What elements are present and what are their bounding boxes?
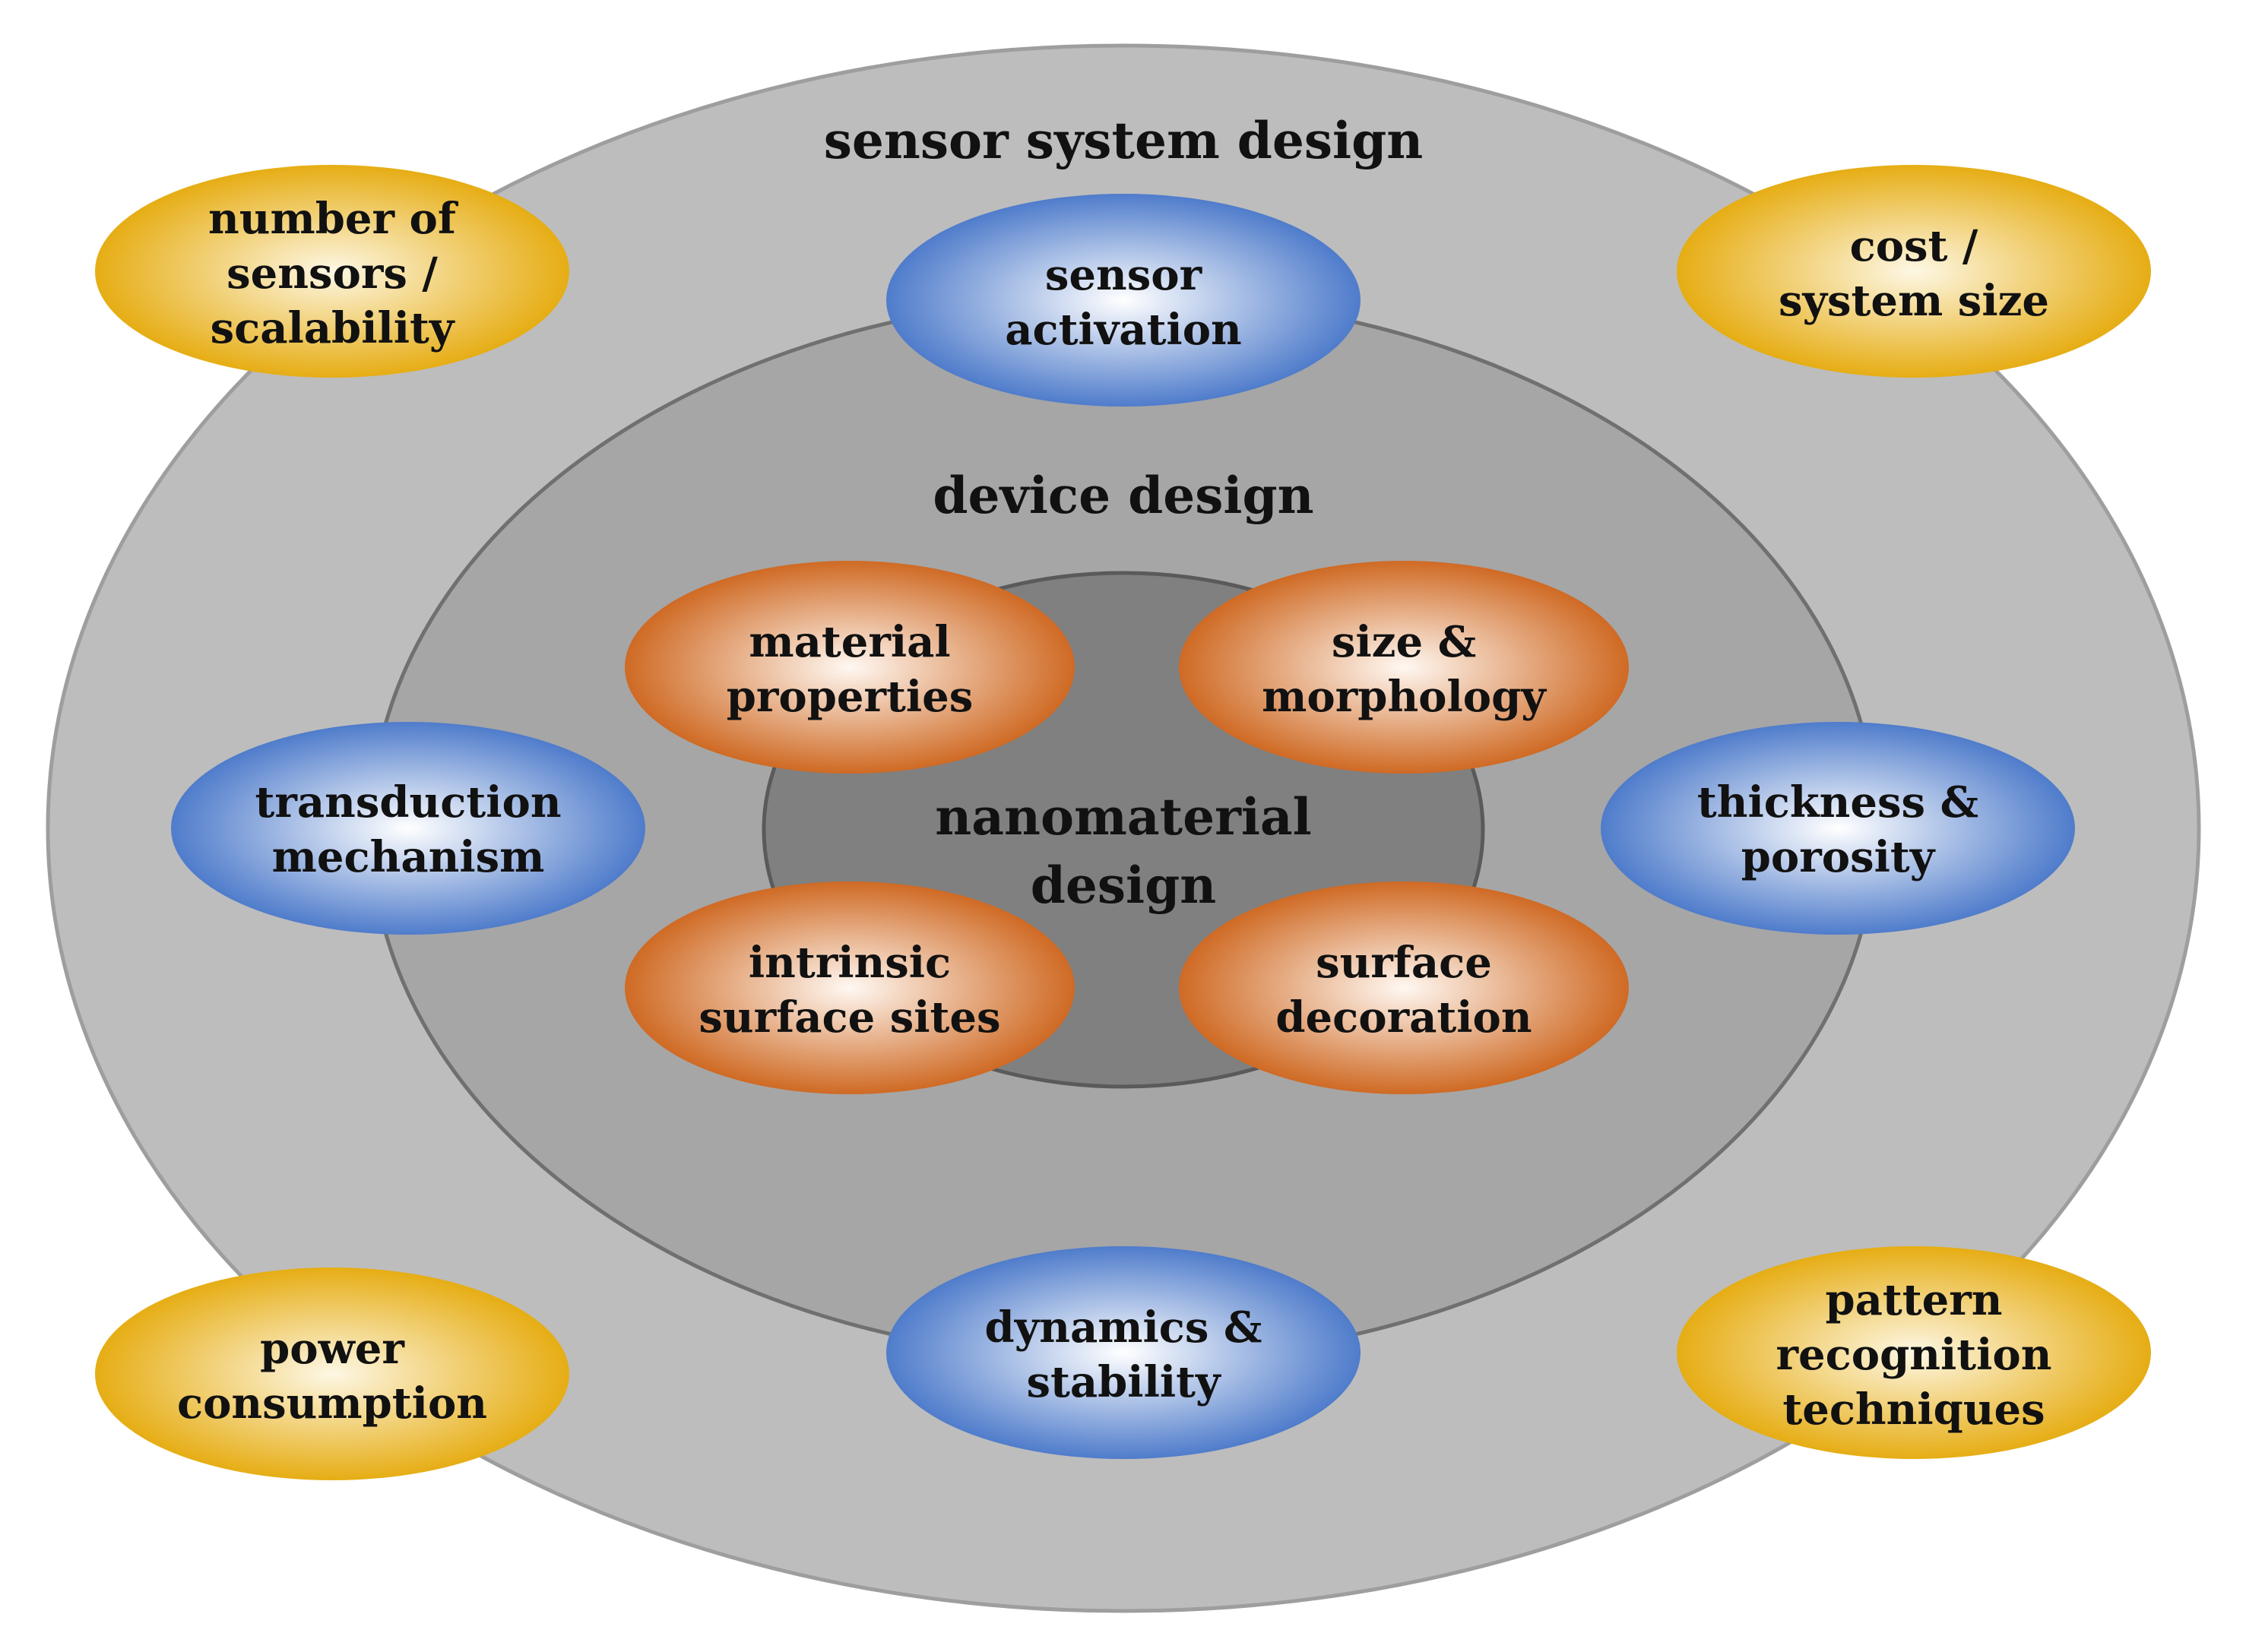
number-of-sensors-bubble: number of sensors / scalability: [95, 165, 569, 378]
transduction-mechanism-line-1: transduction: [255, 777, 561, 828]
size-morphology-line-2: morphology: [1262, 672, 1547, 722]
surface-decoration-bubble: surface decoration: [1179, 881, 1629, 1094]
thickness-porosity-line-1: thickness &: [1697, 777, 1978, 828]
intrinsic-surface-sites-line-2: surface sites: [699, 992, 1000, 1043]
intrinsic-surface-sites-bubble: intrinsic surface sites: [625, 881, 1075, 1094]
sensor-activation-line-1: sensor: [1045, 250, 1203, 300]
pattern-recognition-bubble: pattern recognition techniques: [1677, 1246, 2151, 1459]
pattern-recognition-line-3: techniques: [1782, 1385, 2045, 1435]
pattern-recognition-line-1: pattern: [1825, 1275, 2002, 1325]
power-consumption-line-2: consumption: [177, 1378, 487, 1429]
transduction-mechanism-bubble: transduction mechanism: [171, 722, 645, 935]
surface-decoration-line-1: surface: [1316, 938, 1492, 988]
nanomaterial-design-title-line-2: design: [1031, 856, 1217, 915]
device-design-title: device design: [933, 466, 1313, 525]
sensor-activation-bubble: sensor activation: [886, 194, 1361, 407]
size-morphology-line-1: size &: [1332, 617, 1476, 667]
thickness-porosity-bubble: thickness & porosity: [1601, 722, 2075, 935]
nanomaterial-design-title-line-1: nanomaterial: [935, 787, 1312, 847]
dynamics-stability-line-2: stability: [1026, 1357, 1221, 1407]
cost-system-size-line-2: system size: [1779, 276, 2049, 326]
dynamics-stability-line-1: dynamics &: [985, 1302, 1262, 1353]
size-morphology-bubble: size & morphology: [1179, 561, 1629, 774]
sensor-system-design-title: sensor system design: [824, 111, 1424, 170]
transduction-mechanism-line-2: mechanism: [272, 832, 545, 882]
material-properties-line-2: properties: [727, 672, 974, 722]
intrinsic-surface-sites-line-1: intrinsic: [749, 938, 951, 988]
surface-decoration-line-2: decoration: [1275, 992, 1532, 1043]
pattern-recognition-line-2: recognition: [1776, 1330, 2052, 1380]
power-consumption-line-1: power: [260, 1324, 405, 1374]
sensor-system-design-ring-outline: [46, 43, 2201, 1613]
dynamics-stability-bubble: dynamics & stability: [886, 1246, 1361, 1459]
power-consumption-bubble: power consumption: [95, 1267, 569, 1480]
cost-system-size-line-1: cost /: [1850, 221, 1978, 271]
number-of-sensors-line-3: scalability: [211, 303, 455, 353]
cost-system-size-bubble: cost / system size: [1677, 165, 2151, 378]
sensor-activation-line-2: activation: [1005, 305, 1242, 355]
number-of-sensors-line-2: sensors /: [227, 248, 438, 299]
nanomaterial-design-ring-outline: [762, 571, 1485, 1089]
thickness-porosity-line-2: porosity: [1741, 832, 1936, 882]
material-properties-bubble: material properties: [625, 561, 1075, 774]
material-properties-line-1: material: [749, 617, 950, 667]
number-of-sensors-line-1: number of: [208, 194, 459, 244]
